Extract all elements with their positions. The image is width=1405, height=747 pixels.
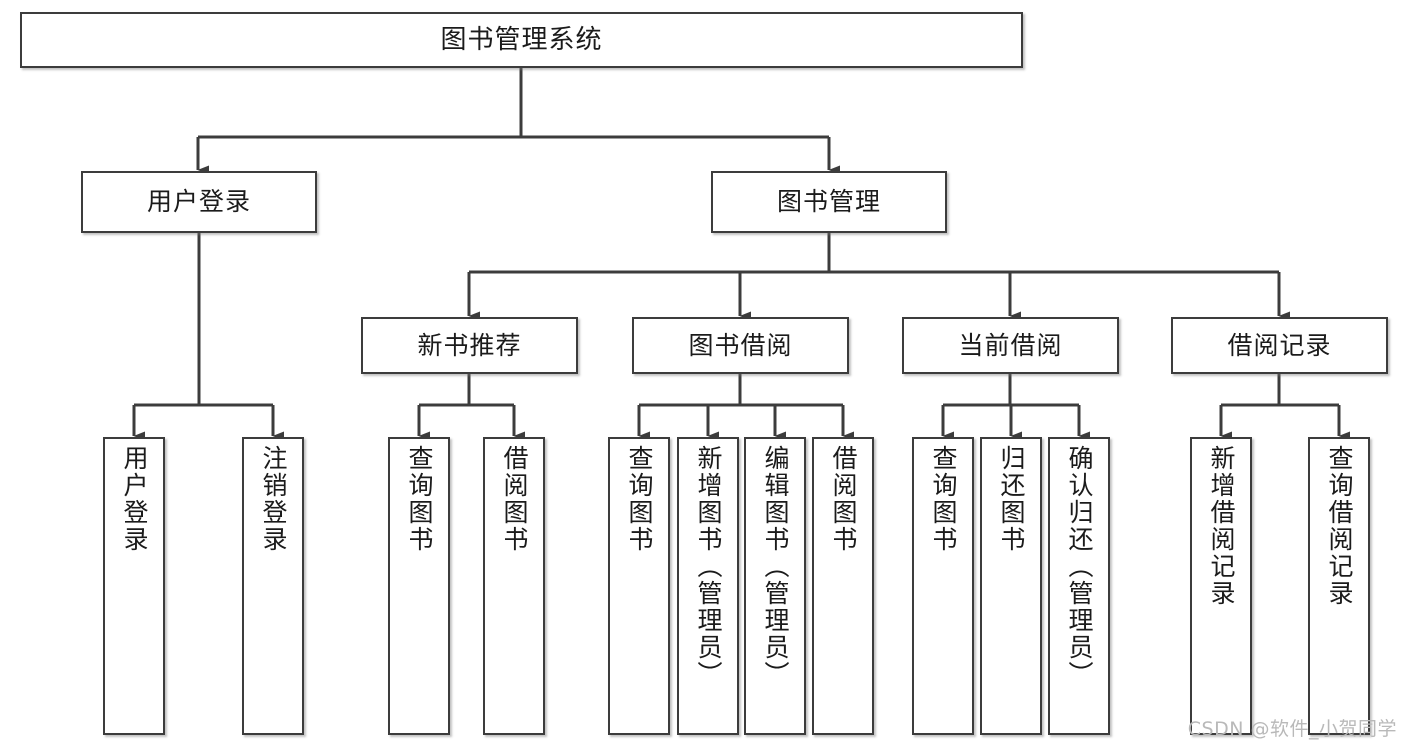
node-leaf-query-book-borrow[interactable]: 查询图书 bbox=[608, 437, 670, 735]
node-leaf-edit-book-admin[interactable]: 编辑图书（管理员） bbox=[744, 437, 806, 735]
node-leaf-query-book-recommend[interactable]: 查询图书 bbox=[388, 437, 450, 735]
node-leaf-borrow-book-recommend-label: 借阅图书 bbox=[500, 445, 529, 553]
node-book-borrow[interactable]: 图书借阅 bbox=[632, 317, 849, 374]
node-leaf-return-book[interactable]: 归还图书 bbox=[980, 437, 1042, 735]
node-book-borrow-label: 图书借阅 bbox=[688, 330, 793, 360]
node-new-book-recommend[interactable]: 新书推荐 bbox=[361, 317, 578, 374]
node-leaf-query-borrow-record[interactable]: 查询借阅记录 bbox=[1308, 437, 1370, 735]
node-leaf-logout-label: 注销登录 bbox=[259, 445, 288, 553]
node-user-login-label: 用户登录 bbox=[146, 187, 251, 217]
node-leaf-user-login-label: 用户登录 bbox=[120, 445, 149, 553]
node-leaf-add-borrow-record-label: 新增借阅记录 bbox=[1207, 445, 1236, 607]
node-leaf-confirm-return-admin-label: 确认归还（管理员） bbox=[1065, 445, 1094, 688]
node-book-management[interactable]: 图书管理 bbox=[711, 171, 947, 233]
node-leaf-add-book-admin[interactable]: 新增图书（管理员） bbox=[677, 437, 739, 735]
node-borrow-record[interactable]: 借阅记录 bbox=[1171, 317, 1388, 374]
node-user-login[interactable]: 用户登录 bbox=[81, 171, 317, 233]
node-new-book-recommend-label: 新书推荐 bbox=[417, 330, 522, 360]
node-leaf-add-book-admin-label: 新增图书（管理员） bbox=[694, 445, 723, 688]
node-book-management-label: 图书管理 bbox=[776, 187, 881, 217]
node-leaf-query-book-current[interactable]: 查询图书 bbox=[912, 437, 974, 735]
node-root-label: 图书管理系统 bbox=[440, 24, 603, 55]
node-leaf-query-borrow-record-label: 查询借阅记录 bbox=[1325, 445, 1354, 607]
node-leaf-logout[interactable]: 注销登录 bbox=[242, 437, 304, 735]
node-root[interactable]: 图书管理系统 bbox=[20, 12, 1023, 68]
node-leaf-add-borrow-record[interactable]: 新增借阅记录 bbox=[1190, 437, 1252, 735]
node-leaf-borrow-book-label: 借阅图书 bbox=[829, 445, 858, 553]
node-leaf-return-book-label: 归还图书 bbox=[997, 445, 1026, 553]
node-leaf-borrow-book[interactable]: 借阅图书 bbox=[812, 437, 874, 735]
node-leaf-query-book-borrow-label: 查询图书 bbox=[625, 445, 654, 553]
node-leaf-query-book-current-label: 查询图书 bbox=[929, 445, 958, 553]
node-borrow-record-label: 借阅记录 bbox=[1227, 330, 1332, 360]
node-current-borrow-label: 当前借阅 bbox=[958, 330, 1063, 360]
node-leaf-confirm-return-admin[interactable]: 确认归还（管理员） bbox=[1048, 437, 1110, 735]
node-leaf-user-login[interactable]: 用户登录 bbox=[103, 437, 165, 735]
node-current-borrow[interactable]: 当前借阅 bbox=[902, 317, 1119, 374]
node-leaf-query-book-recommend-label: 查询图书 bbox=[405, 445, 434, 553]
node-leaf-borrow-book-recommend[interactable]: 借阅图书 bbox=[483, 437, 545, 735]
node-leaf-edit-book-admin-label: 编辑图书（管理员） bbox=[761, 445, 790, 688]
